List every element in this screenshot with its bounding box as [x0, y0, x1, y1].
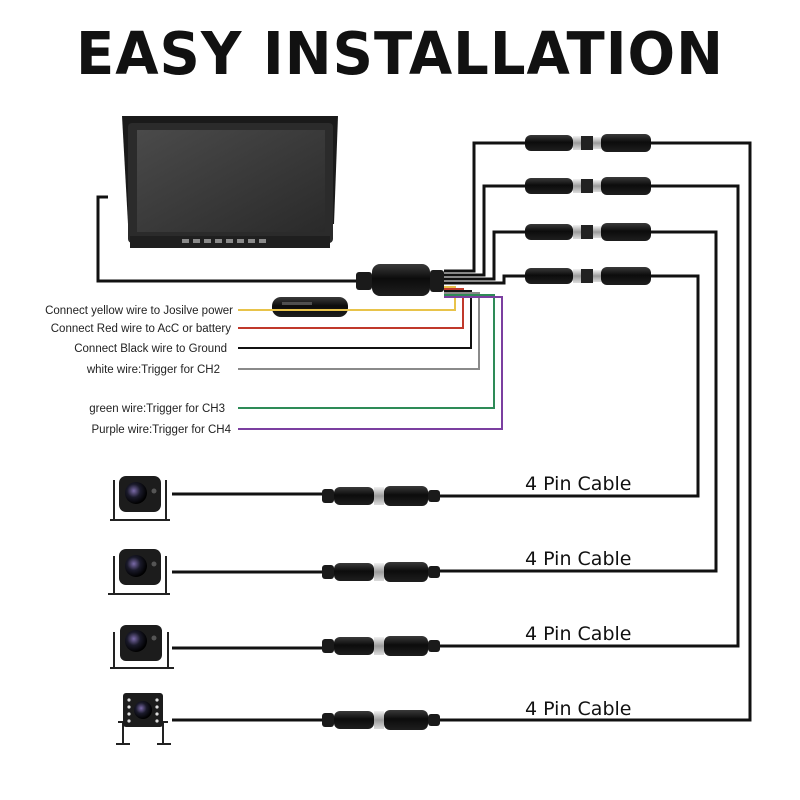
bottom-connectors [322, 486, 440, 730]
channel-lines [444, 141, 525, 285]
top-connector-1 [525, 134, 651, 152]
camera-3 [110, 625, 174, 669]
cable-label-4: 4 Pin Cable [525, 698, 631, 720]
wire-label-black: Connect Black wire to Ground [74, 343, 227, 355]
trigger-wire-2 [238, 290, 472, 349]
camera-4 [116, 693, 171, 745]
cable-labels: 4 Pin Cable 4 Pin Cable 4 Pin Cable 4 Pi… [525, 473, 631, 720]
trigger-wire-3 [238, 292, 480, 370]
trigger-wires [238, 286, 503, 430]
camera-cables [172, 492, 325, 722]
bottom-connector-1 [322, 486, 440, 506]
trigger-wire-4 [238, 294, 495, 409]
wire-label-green: green wire:Trigger for CH3 [89, 403, 225, 415]
top-connector-2 [525, 177, 651, 195]
wire-label-purple: Purple wire:Trigger for CH4 [91, 424, 231, 436]
bottom-connector-4 [322, 710, 440, 730]
wire-label-white: white wire:Trigger for CH2 [86, 364, 220, 376]
bottom-connector-2 [322, 562, 440, 582]
monitor [122, 116, 338, 248]
trigger-wire-5 [238, 296, 503, 430]
top-connector-3 [525, 223, 651, 241]
cable-label-2: 4 Pin Cable [525, 548, 631, 570]
camera-1 [110, 476, 170, 521]
harness-hub [356, 264, 444, 296]
cable-label-3: 4 Pin Cable [525, 623, 631, 645]
trigger-wire-1 [238, 288, 464, 329]
cable-label-1: 4 Pin Cable [525, 473, 631, 495]
bottom-connector-3 [322, 636, 440, 656]
camera-2 [108, 549, 170, 595]
wire-labels: Connect yellow wire to Josilve power Con… [45, 305, 233, 436]
diagram-title: EASY INSTALLATION [75, 20, 725, 89]
top-connectors [525, 134, 651, 285]
return-cables [438, 141, 752, 722]
monitor-buttons [182, 239, 266, 243]
fuse-holder [272, 297, 348, 317]
monitor-cable [96, 195, 362, 283]
trigger-wire-0 [238, 286, 456, 311]
wire-label-red: Connect Red wire to AcC or battery [51, 323, 231, 335]
top-connector-4 [525, 267, 651, 285]
wire-label-yellow: Connect yellow wire to Josilve power [45, 305, 233, 317]
